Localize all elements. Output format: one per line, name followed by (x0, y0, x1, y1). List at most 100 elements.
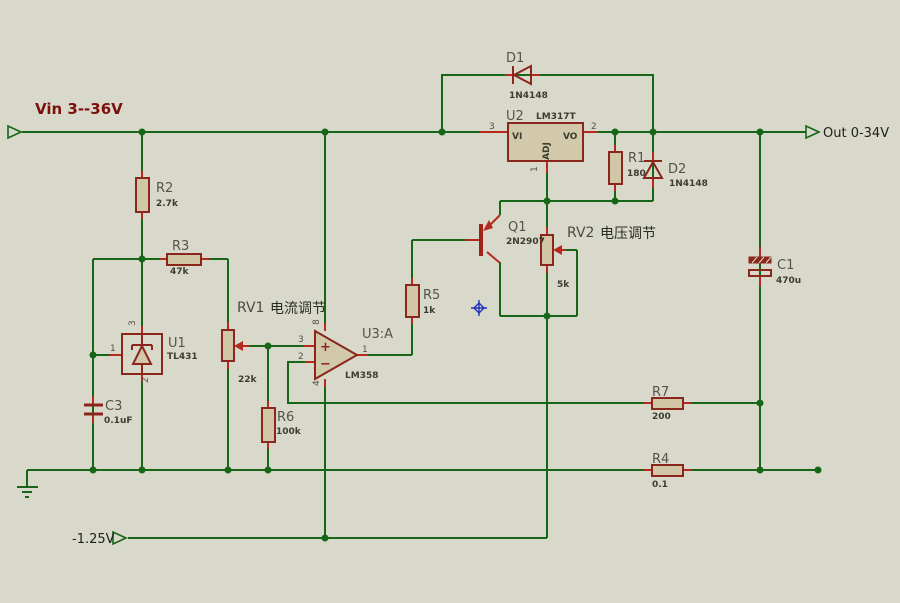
pin-U3A-3: 3 (298, 335, 304, 345)
ref-R4: R4 (652, 452, 669, 467)
junction-dot (89, 466, 97, 474)
ref-Q1: Q1 (508, 220, 527, 235)
val-C3: 0.1uF (104, 416, 133, 426)
val-R2: 2.7k (156, 199, 179, 209)
junction-dot (264, 342, 272, 350)
val-Q1: 2N2907 (506, 237, 545, 247)
pin-U1-1: 1 (110, 344, 116, 354)
pinname-U2-ADJ: ADJ (542, 142, 552, 160)
input-terminal[interactable] (7, 124, 23, 140)
junction-dot (321, 128, 329, 136)
junction-dot (138, 255, 146, 263)
opamp-minus-sign: − (320, 357, 331, 372)
ground-symbol[interactable] (17, 470, 38, 498)
ref-D2: D2 (668, 162, 686, 177)
junction-dot (138, 128, 146, 136)
output-terminal[interactable] (805, 124, 821, 140)
neg-terminal[interactable] (112, 530, 128, 546)
pinname-U2-VO: VO (563, 132, 578, 142)
val-R3: 47k (170, 267, 190, 277)
opamp-U3A[interactable] (303, 323, 368, 387)
val-R1: 180 (627, 169, 646, 179)
resistor-R2[interactable] (135, 171, 150, 219)
caption-current-adjust: 电流调节 (270, 301, 326, 317)
ref-U2: U2 (506, 109, 524, 124)
resistor-R6[interactable] (261, 401, 276, 449)
capacitor-C3[interactable] (84, 396, 103, 423)
diode-D1[interactable] (505, 64, 540, 86)
val-C1: 470u (776, 276, 801, 286)
junction-dot (611, 128, 619, 136)
junction-dot (138, 466, 146, 474)
val-RV2: 5k (557, 280, 570, 290)
pin-U2-2: 2 (591, 122, 597, 132)
junction-dot (649, 128, 657, 136)
regulator-U2[interactable] (480, 122, 598, 173)
net-label-vin: Vin 3--36V (35, 100, 123, 118)
ref-R5: R5 (423, 288, 440, 303)
junction-dot (321, 534, 329, 542)
val-R5: 1k (423, 306, 436, 316)
origin-marker-icon (471, 300, 487, 316)
junction-dot (224, 466, 232, 474)
resistor-R3[interactable] (160, 253, 209, 266)
ref-D1: D1 (506, 51, 524, 66)
opamp-plus-sign: + (320, 340, 331, 355)
caption-voltage-adjust: 电压调节 (600, 226, 656, 242)
resistor-R5[interactable] (405, 278, 420, 324)
junction-dot (756, 466, 764, 474)
net-label-out: Out 0-34V (823, 126, 889, 141)
val-R4: 0.1 (652, 480, 668, 490)
diode-D2[interactable] (642, 152, 664, 188)
pinname-U2-VI: VI (512, 132, 522, 142)
ref-R1: R1 (628, 151, 645, 166)
ref-R6: R6 (277, 410, 294, 425)
val-U3A: LM358 (345, 371, 378, 381)
val-RV1: 22k (238, 375, 258, 385)
potentiometer-RV1[interactable] (221, 322, 250, 369)
wire-inv-loop[interactable] (287, 361, 760, 404)
potentiometer-RV2[interactable] (540, 227, 566, 273)
pin-U1-3: 3 (128, 320, 138, 326)
val-D1: 1N4148 (509, 91, 548, 101)
ref-R2: R2 (156, 181, 173, 196)
junction-dot (611, 197, 619, 205)
ref-R3: R3 (172, 239, 189, 254)
shunt-reference-U1[interactable] (110, 326, 163, 382)
resistor-R1[interactable] (608, 145, 623, 191)
ref-RV1: RV1 (237, 300, 264, 316)
ref-C3: C3 (105, 399, 122, 414)
junction-dots (89, 128, 822, 542)
capacitor-C1[interactable] (748, 247, 772, 286)
ref-C1: C1 (777, 258, 794, 273)
transistor-Q1[interactable] (466, 214, 501, 264)
net-label-neg: -1.25V (72, 532, 115, 547)
junction-dot (438, 128, 446, 136)
val-R6: 100k (276, 427, 302, 437)
resistor-R4[interactable] (644, 464, 691, 477)
ref-R7: R7 (652, 385, 669, 400)
resistor-R7[interactable] (644, 397, 691, 410)
wire-d1-loop[interactable] (441, 74, 654, 132)
junction-dot (543, 197, 551, 205)
pin-U3A-4: 4 (312, 380, 322, 386)
junction-dot (543, 312, 551, 320)
pin-U3A-1: 1 (362, 345, 368, 355)
ref-RV2: RV2 (567, 225, 594, 241)
pin-U2-3: 3 (489, 122, 495, 132)
junction-dot (264, 466, 272, 474)
val-D2: 1N4148 (669, 179, 708, 189)
junction-dot (814, 466, 822, 474)
ref-U3A: U3:A (362, 327, 393, 342)
junction-dot (89, 351, 97, 359)
val-U2: LM317T (536, 112, 576, 122)
val-R7: 200 (652, 412, 671, 422)
pin-U3A-2: 2 (298, 352, 304, 362)
junction-dot (756, 128, 764, 136)
ref-U1: U1 (168, 336, 186, 351)
junction-dot (756, 399, 764, 407)
pin-U3A-8: 8 (312, 319, 322, 325)
val-U1: TL431 (167, 352, 198, 362)
